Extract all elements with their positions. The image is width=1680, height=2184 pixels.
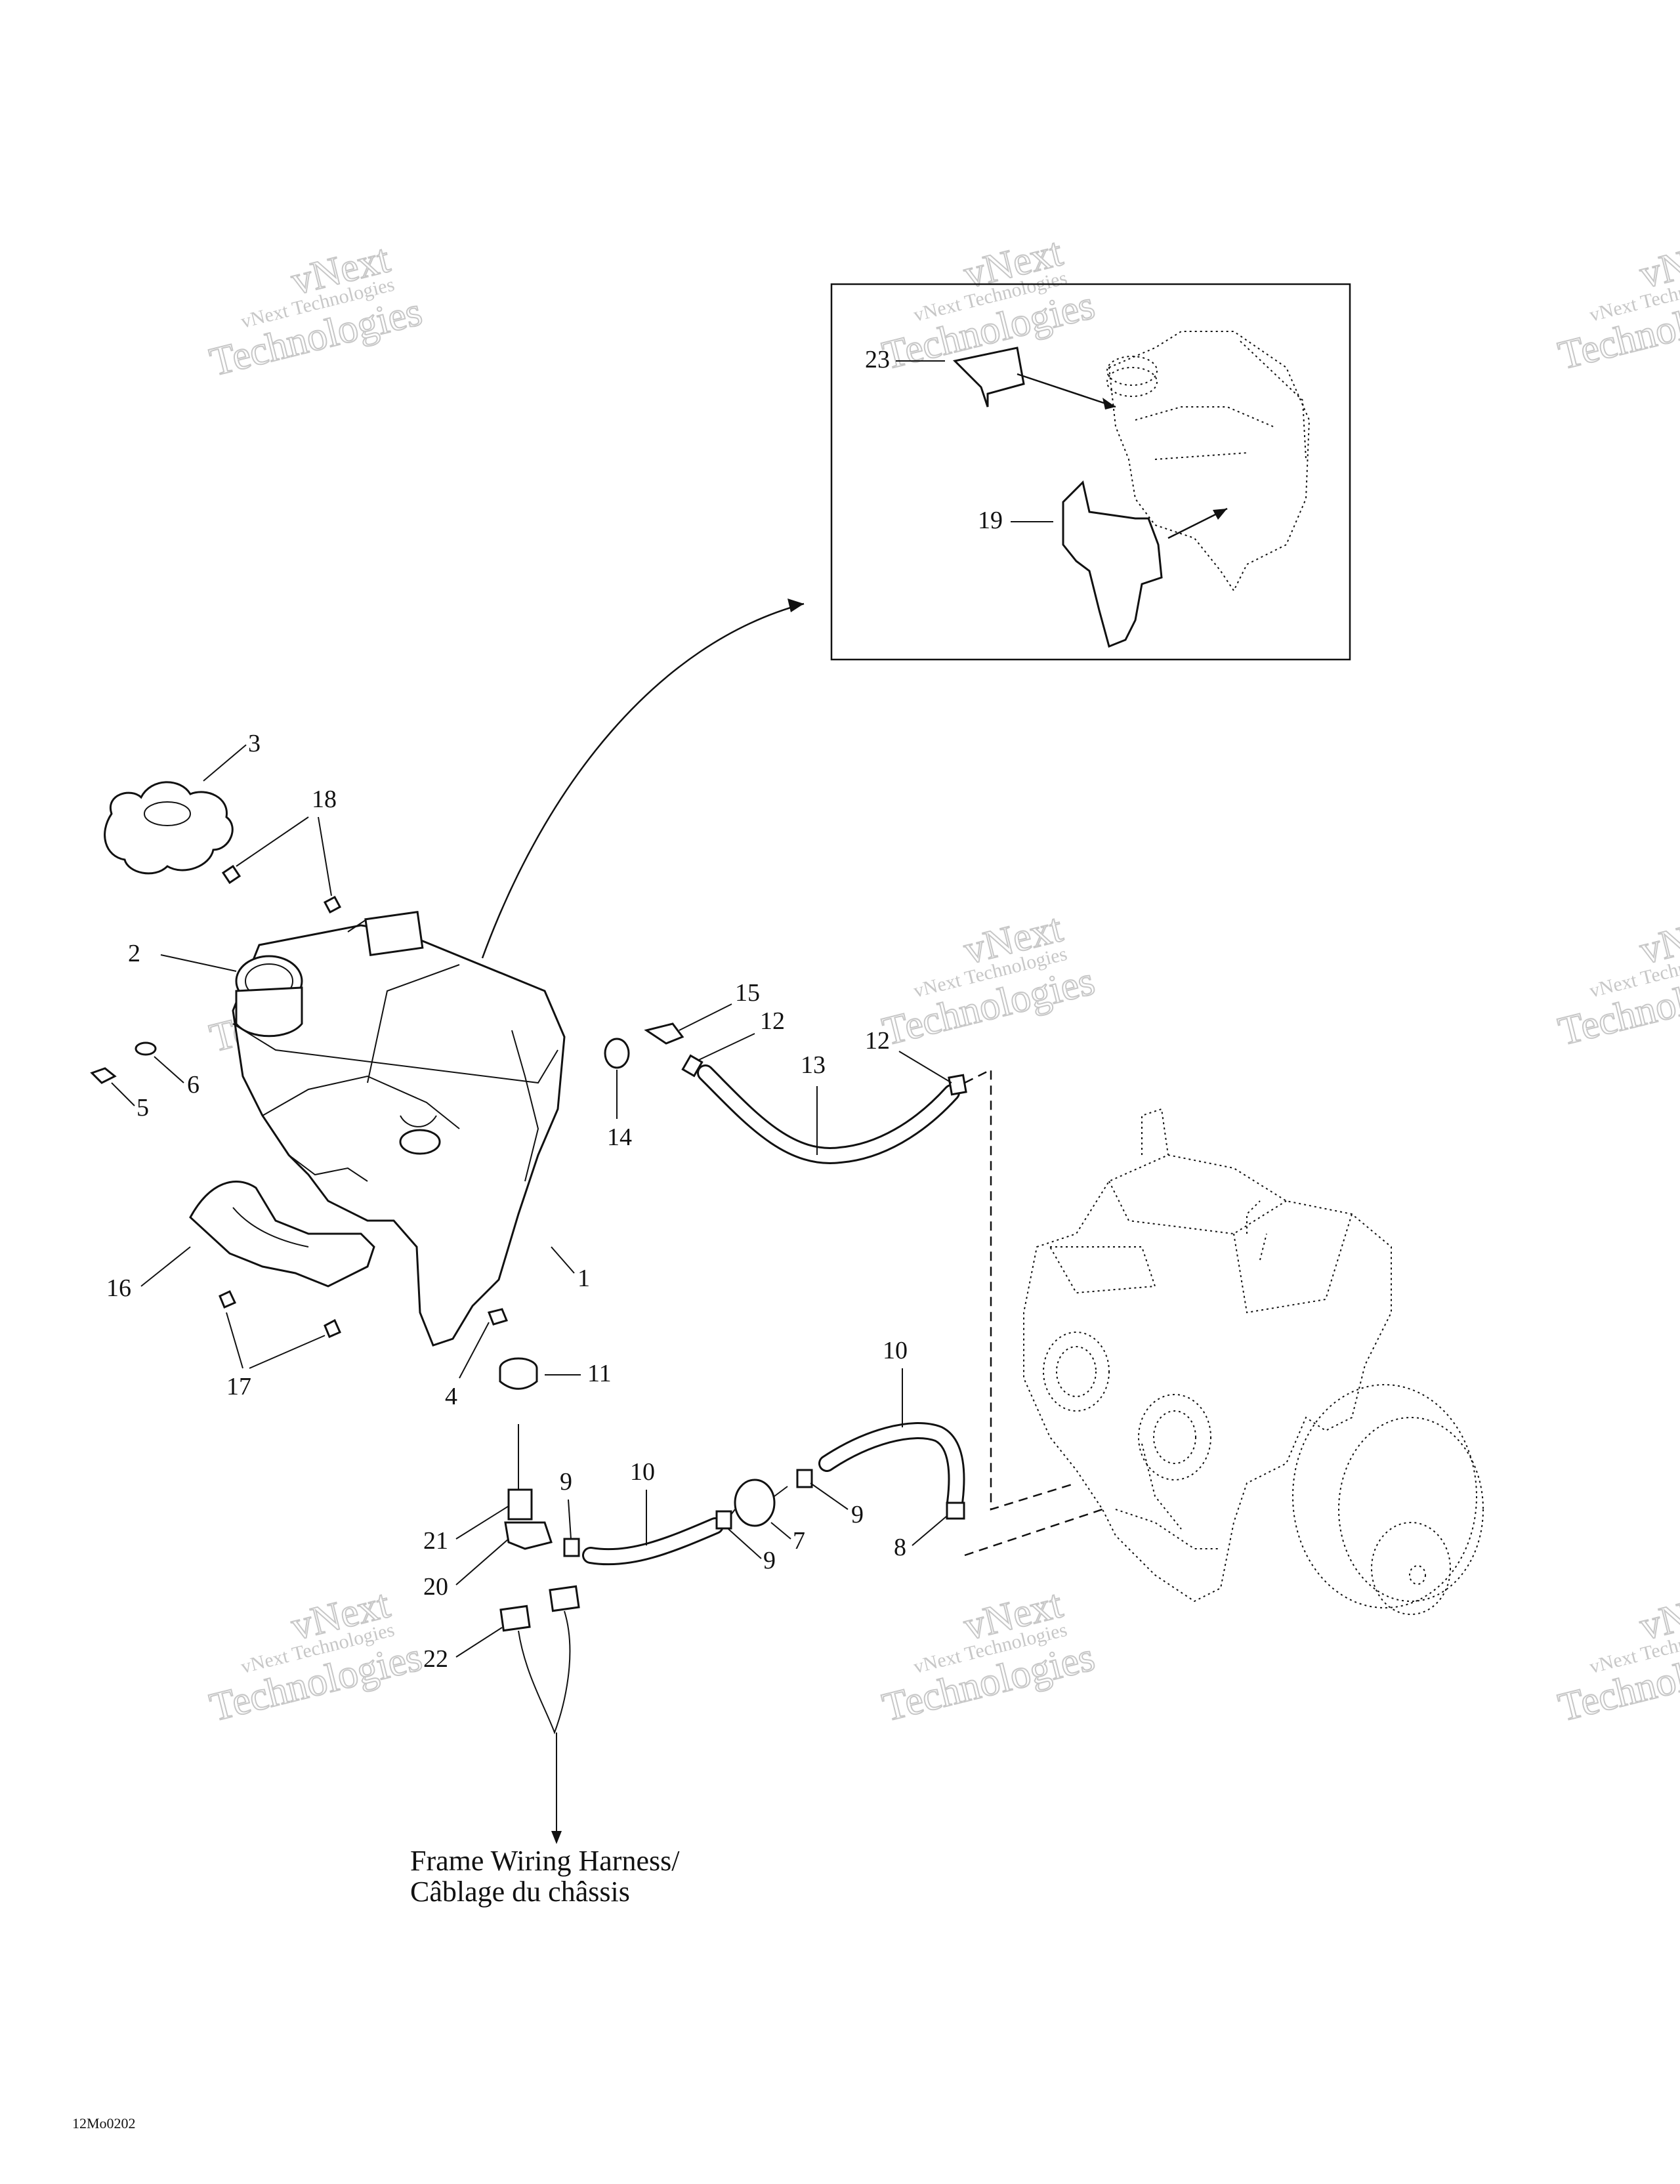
figure-code: 12Mo0202: [72, 2115, 136, 2132]
connector-22b: [549, 1585, 580, 1612]
clamp-9c: [796, 1469, 813, 1488]
clamp-12b: [948, 1074, 967, 1096]
washer-6: [135, 1041, 157, 1056]
cap-center: [144, 801, 191, 826]
inset-detail: 23 19: [830, 283, 1351, 661]
arrow-head: [1213, 509, 1227, 520]
watermark-text: vNext: [1635, 230, 1680, 297]
callout-8: 8: [894, 1534, 906, 1561]
callout-18: 18: [312, 786, 337, 813]
callout-10a: 10: [883, 1337, 908, 1364]
cap-3: [104, 781, 234, 875]
nut-4: [487, 1308, 509, 1326]
callout-9c: 9: [851, 1501, 864, 1528]
valve-7: [734, 1479, 776, 1527]
coolant-tank-assembly: [90, 781, 788, 1844]
callout-11: 11: [587, 1360, 612, 1387]
heat-shield-19: [1062, 480, 1163, 648]
arrow-head: [788, 598, 804, 612]
connection-line: [964, 1508, 1103, 1557]
arrow-head: [1102, 398, 1116, 410]
callout-17: 17: [226, 1373, 251, 1400]
callout-22: 22: [423, 1645, 448, 1673]
callout-1: 1: [578, 1265, 590, 1292]
callout-12b: 12: [865, 1027, 890, 1055]
hose-10-upper: [818, 1422, 965, 1511]
grommet-14: [604, 1038, 630, 1069]
callout-9b: 9: [763, 1547, 776, 1574]
callouts: 3 18 2 6 5 16 17 4 1 11 14 15 12 13 12 1: [106, 730, 952, 1673]
mounting-eye: [399, 1129, 441, 1155]
callout-12a: 12: [760, 1007, 785, 1035]
watermark-text: vNext: [1635, 1582, 1680, 1649]
engine: [1023, 1108, 1484, 1615]
clamp-8: [946, 1502, 965, 1520]
callout-6: 6: [187, 1071, 200, 1099]
sensor-21: [507, 1488, 533, 1521]
bracket-16: [189, 1181, 375, 1288]
tee-20: [504, 1521, 553, 1550]
harness-caption-line1: Frame Wiring Harness/: [410, 1845, 680, 1877]
callout-7: 7: [793, 1527, 805, 1555]
callout-19: 19: [978, 507, 1003, 534]
nut-18a: [221, 864, 242, 885]
callout-4: 4: [445, 1383, 457, 1410]
callout-23: 23: [865, 346, 890, 373]
callout-10b: 10: [630, 1458, 655, 1486]
decal-23: [952, 346, 1025, 408]
arrow-head: [551, 1831, 562, 1844]
callout-2: 2: [128, 940, 140, 967]
connector-22a: [499, 1605, 531, 1632]
coolant-tank-1: [232, 924, 566, 1347]
tank-tab: [364, 910, 424, 956]
callout-5: 5: [136, 1094, 149, 1122]
inset-tank: [1106, 331, 1311, 592]
callout-9a: 9: [560, 1468, 572, 1496]
callout-20: 20: [423, 1573, 448, 1601]
screw-17b: [324, 1318, 341, 1338]
callout-21: 21: [423, 1527, 448, 1555]
watermark-text: vNext: [1635, 906, 1680, 973]
inset-frame: [830, 283, 1351, 661]
callout-13: 13: [801, 1051, 826, 1079]
screw-5: [90, 1067, 117, 1084]
hoses: [563, 1054, 967, 1566]
elbow-15: [644, 1022, 684, 1045]
clamp-9a: [563, 1538, 580, 1557]
connection-line: [964, 1068, 1077, 1511]
clamp-9b: [715, 1510, 732, 1530]
callout-3: 3: [248, 730, 261, 757]
callout-14: 14: [607, 1124, 632, 1151]
clamp-12a: [681, 1054, 704, 1078]
callout-15: 15: [735, 979, 760, 1007]
leader-line: [1017, 373, 1116, 408]
callout-16: 16: [106, 1274, 131, 1302]
nut-18b: [323, 895, 342, 914]
screw-17a: [219, 1290, 237, 1309]
harness-caption-line2: Câblage du châssis: [410, 1876, 630, 1908]
filler-neck-body: [235, 986, 303, 1038]
detail-arrow: [481, 602, 805, 959]
